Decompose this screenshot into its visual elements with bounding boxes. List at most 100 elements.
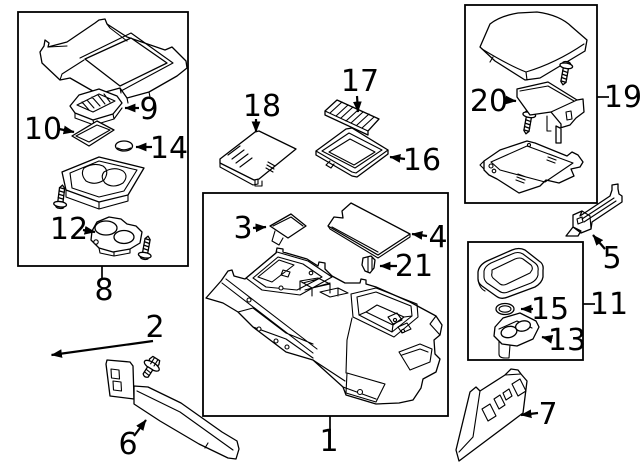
mid-compartments bbox=[299, 277, 349, 298]
part-5-bracket bbox=[565, 183, 623, 237]
part-armrest-pad bbox=[477, 247, 544, 299]
callout-label-19: 19 bbox=[604, 80, 640, 115]
part-4-panel bbox=[327, 202, 411, 259]
callout-label-17: 17 bbox=[341, 64, 379, 99]
callout-arrow-5 bbox=[592, 234, 606, 250]
group-box-19 bbox=[464, 4, 598, 204]
outline bbox=[565, 183, 623, 237]
callout-label-3: 3 bbox=[233, 211, 252, 246]
detail bbox=[116, 147, 132, 151]
part-15-seal-ring bbox=[495, 302, 515, 316]
callout-arrow-12 bbox=[82, 225, 96, 235]
clip-hole bbox=[93, 239, 99, 245]
shaft bbox=[142, 366, 154, 378]
callout-label-8: 8 bbox=[94, 273, 113, 308]
callout-label-18: 18 bbox=[243, 89, 281, 124]
hole bbox=[526, 142, 532, 148]
detail bbox=[479, 145, 574, 184]
hole bbox=[392, 317, 398, 323]
hole bbox=[488, 163, 494, 169]
part-17-vent-strip bbox=[324, 99, 380, 136]
hole bbox=[308, 270, 314, 276]
detail bbox=[477, 251, 539, 294]
part-6-trim bbox=[105, 359, 240, 460]
right-details bbox=[387, 312, 441, 371]
outline bbox=[69, 88, 123, 121]
part-console-top-frame bbox=[39, 18, 188, 104]
outline bbox=[327, 202, 411, 256]
outline bbox=[495, 302, 515, 316]
callout-label-1: 1 bbox=[319, 424, 338, 459]
cup-right bbox=[514, 320, 532, 332]
threads bbox=[143, 356, 159, 377]
part-7-side-panel bbox=[455, 368, 528, 462]
detail bbox=[327, 225, 411, 259]
outline bbox=[205, 247, 443, 405]
part-10-mat bbox=[71, 120, 115, 147]
detail bbox=[47, 23, 174, 104]
hole bbox=[356, 388, 364, 396]
part-13-cupholder-insert bbox=[493, 312, 540, 359]
rear-bin bbox=[350, 287, 419, 338]
hole bbox=[491, 168, 497, 174]
callout-label-16: 16 bbox=[403, 143, 441, 178]
part-1-console-body bbox=[205, 247, 443, 405]
callout-label-4: 4 bbox=[428, 220, 447, 255]
left-rail bbox=[221, 278, 318, 359]
part-cupholder-tray bbox=[61, 156, 145, 210]
callout-label-6: 6 bbox=[118, 427, 137, 462]
outline bbox=[315, 127, 389, 178]
callout-arrow-6 bbox=[133, 419, 147, 437]
part-18-panel bbox=[219, 130, 297, 187]
cup-left bbox=[94, 220, 118, 236]
hole bbox=[256, 326, 262, 332]
outline bbox=[477, 247, 544, 299]
callout-arrow-13 bbox=[541, 334, 554, 344]
left-face bbox=[105, 359, 135, 400]
part-14-cap bbox=[114, 140, 134, 152]
callout-arrow-3 bbox=[252, 223, 267, 233]
callout-arrow-4 bbox=[411, 231, 428, 240]
hole bbox=[246, 297, 252, 303]
callout-label-15: 15 bbox=[531, 292, 569, 327]
callout-arrow-7 bbox=[520, 409, 539, 419]
part-base-plate bbox=[479, 140, 584, 194]
callout-label-20: 20 bbox=[470, 84, 508, 119]
callout-label-11: 11 bbox=[590, 287, 628, 322]
part-3-panel bbox=[269, 213, 307, 246]
detail bbox=[324, 101, 375, 132]
callout-label-7: 7 bbox=[538, 397, 557, 432]
hole bbox=[273, 338, 279, 344]
part-12-cupholder-insert bbox=[90, 216, 143, 257]
callout-arrow-17 bbox=[352, 95, 362, 113]
callout-label-14: 14 bbox=[150, 131, 188, 166]
part-armrest-lid bbox=[479, 11, 588, 81]
detail bbox=[315, 132, 389, 174]
callout-label-2: 2 bbox=[145, 310, 164, 345]
hole bbox=[400, 328, 406, 334]
callout-arrow-20 bbox=[504, 95, 517, 105]
callout-label-9: 9 bbox=[139, 92, 158, 127]
callout-label-10: 10 bbox=[24, 112, 62, 147]
callout-label-12: 12 bbox=[50, 212, 88, 247]
detail bbox=[458, 373, 527, 453]
part-16-tray bbox=[315, 127, 389, 178]
detail bbox=[271, 216, 304, 246]
detail bbox=[367, 256, 373, 273]
group-box-1 bbox=[202, 192, 449, 417]
hole bbox=[278, 285, 284, 291]
outline bbox=[455, 368, 528, 462]
detail bbox=[481, 43, 585, 81]
outline bbox=[71, 120, 115, 147]
callout-label-5: 5 bbox=[602, 241, 621, 276]
top-frame bbox=[245, 251, 333, 296]
part-21-clip bbox=[361, 255, 376, 274]
hole bbox=[284, 344, 290, 350]
callout-arrow-16 bbox=[389, 154, 406, 163]
outline bbox=[269, 213, 307, 239]
callout-label-13: 13 bbox=[548, 323, 586, 358]
detail bbox=[98, 247, 131, 257]
opening bbox=[84, 37, 168, 87]
callout-arrow-2 bbox=[50, 339, 154, 358]
